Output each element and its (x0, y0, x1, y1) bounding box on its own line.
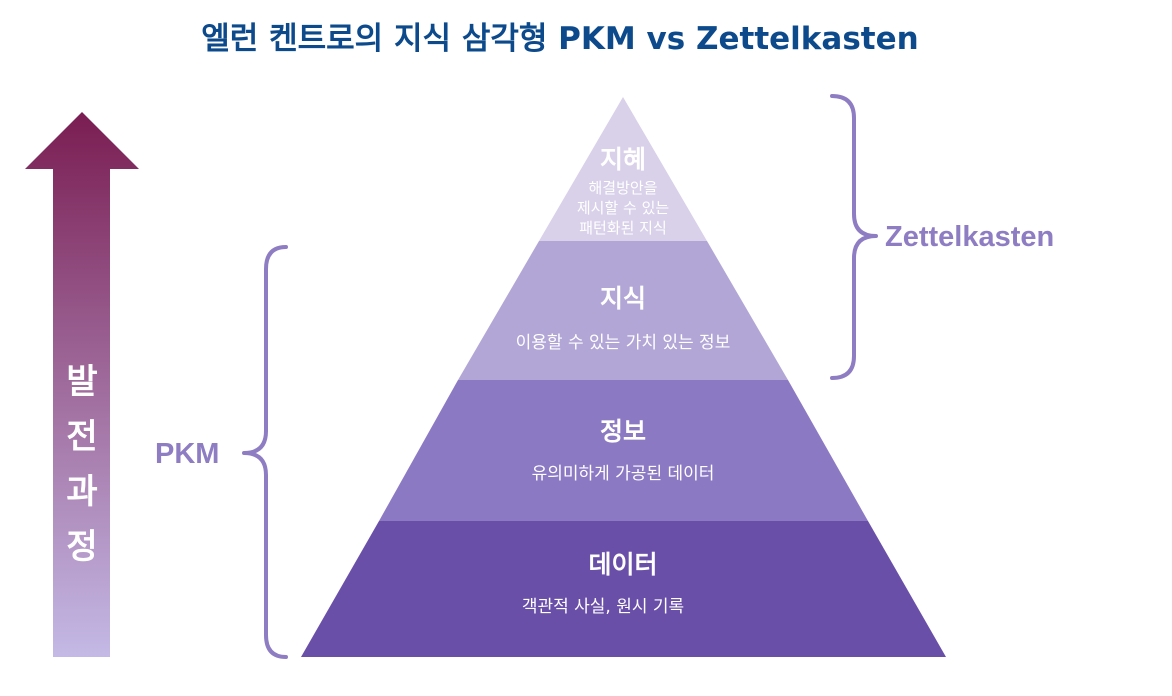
level-desc-wisdom-line: 해결방안을 (588, 179, 657, 197)
arrow-label-char: 정 (66, 527, 97, 567)
up-arrow-icon (25, 112, 139, 657)
page-title: 엘런 켄트로의 지식 삼각형 PKM vs Zettelkasten (201, 21, 918, 57)
level-desc-knowledge: 이용할 수 있는 가치 있는 정보 (516, 333, 731, 353)
pkm-bracket (242, 245, 288, 659)
level-desc-wisdom-line: 제시할 수 있는 (577, 199, 670, 217)
pyramid-level-information (379, 380, 868, 521)
development-process-arrow: 발 전 과 정 (25, 112, 139, 657)
zettelkasten-bracket-group: Zettelkasten (830, 94, 1054, 380)
level-desc-wisdom-line: 패턴화된 지식 (579, 219, 667, 237)
zettelkasten-bracket (830, 94, 878, 380)
level-desc-data: 객관적 사실, 원시 기록 (522, 597, 684, 617)
pyramid-level-data (301, 521, 946, 657)
level-title-information: 정보 (600, 417, 646, 446)
zettelkasten-label: Zettelkasten (885, 221, 1054, 253)
pyramid-level-knowledge (458, 241, 788, 380)
arrow-label-char: 전 (66, 417, 97, 457)
pkm-label: PKM (155, 438, 219, 470)
level-title-data: 데이터 (588, 550, 657, 579)
pkm-bracket-group: PKM (155, 245, 288, 659)
pyramid-level-wisdom (539, 97, 707, 241)
arrow-label-char: 과 (66, 472, 97, 512)
arrow-label-char: 발 (66, 362, 97, 402)
level-desc-information: 유의미하게 가공된 데이터 (532, 464, 715, 484)
level-title-wisdom: 지혜 (600, 145, 646, 174)
level-title-knowledge: 지식 (600, 284, 646, 313)
pyramid (301, 97, 946, 657)
